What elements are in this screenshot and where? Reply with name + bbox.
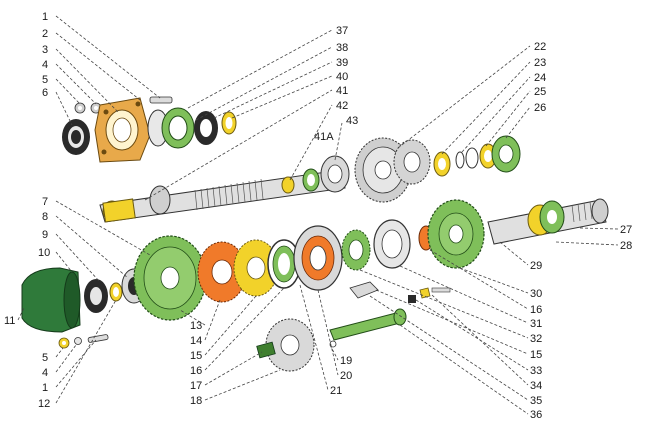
idler-shaft: [329, 308, 407, 348]
label-34: 34: [530, 380, 542, 392]
label-26: 26: [534, 102, 546, 114]
green-output-gear: [427, 199, 485, 269]
label-41a: 41A: [314, 131, 334, 143]
reverse-idler-gear: [256, 318, 315, 372]
label-14: 14: [190, 335, 202, 347]
label-2: 2: [42, 28, 48, 40]
label-31: 31: [530, 318, 542, 330]
large-green-gear: [133, 235, 207, 321]
leader-lines: [17, 15, 619, 415]
stud-bolt: [149, 96, 173, 104]
nut-pair: [74, 102, 102, 114]
green-synchro-cone: [341, 229, 371, 271]
yellow-washer: [221, 111, 237, 135]
label-38: 38: [336, 42, 348, 54]
label-35: 35: [530, 395, 542, 407]
label-6: 6: [42, 87, 48, 99]
label-15-right: 15: [530, 349, 542, 361]
label-41: 41: [336, 85, 348, 97]
bearing-flange-plate: [94, 97, 151, 163]
label-28: 28: [620, 240, 632, 252]
small-gear: [320, 155, 350, 193]
label-36: 36: [530, 409, 542, 421]
label-42: 42: [336, 100, 348, 112]
label-22: 22: [534, 41, 546, 53]
oil-seal: [194, 111, 218, 145]
label-37: 37: [336, 25, 348, 37]
label-8: 8: [42, 211, 48, 223]
label-1-bottom: 1: [42, 382, 48, 394]
small-bearing: [62, 119, 90, 155]
label-39: 39: [336, 57, 348, 69]
sliding-sleeve: [373, 219, 411, 269]
shaft-collar: [281, 176, 295, 194]
label-27: 27: [620, 224, 632, 236]
label-40: 40: [336, 71, 348, 83]
label-7: 7: [42, 196, 48, 208]
label-32: 32: [530, 333, 542, 345]
label-33: 33: [530, 365, 542, 377]
label-4-top: 4: [42, 59, 48, 71]
label-16-bottom: 16: [190, 365, 202, 377]
label-20: 20: [340, 370, 352, 382]
yellow-spacer-rings: [433, 143, 497, 177]
green-bearing: [161, 107, 195, 149]
label-15-bottom: 15: [190, 350, 202, 362]
label-5-bottom: 5: [42, 352, 48, 364]
label-17: 17: [190, 380, 202, 392]
label-43: 43: [346, 115, 358, 127]
lower-small-parts: [58, 334, 109, 349]
label-13: 13: [190, 320, 202, 332]
label-29: 29: [530, 260, 542, 272]
roller-bearing: [84, 279, 108, 313]
label-24: 24: [534, 72, 546, 84]
label-11: 11: [4, 315, 15, 327]
label-10: 10: [38, 247, 50, 259]
label-9: 9: [42, 229, 48, 241]
label-3: 3: [42, 44, 48, 56]
synchro-hub: [293, 225, 343, 291]
upper-double-gear: [354, 137, 431, 203]
label-16-right: 16: [530, 304, 542, 316]
label-30: 30: [530, 288, 542, 300]
green-thrust-washer: [302, 168, 320, 192]
rear-housing-cover: [21, 267, 81, 333]
upper-green-bearing: [491, 135, 521, 173]
label-23: 23: [534, 57, 546, 69]
label-21: 21: [330, 385, 342, 397]
label-19: 19: [340, 355, 352, 367]
label-25: 25: [534, 86, 546, 98]
output-shaft: [487, 198, 609, 245]
label-12: 12: [38, 398, 50, 410]
lower-yellow-washer: [109, 282, 123, 302]
label-1-top: 1: [42, 11, 48, 23]
synchro-ring: [267, 239, 301, 289]
label-18: 18: [190, 395, 202, 407]
label-4-bottom: 4: [42, 367, 48, 379]
bearing-cap-group: [62, 96, 237, 163]
part-labels: 1 2 3 4 5 6 37 38 39 40 41 42 43 41A 22 …: [4, 11, 632, 421]
orange-gear: [197, 241, 247, 303]
label-5-top: 5: [42, 74, 48, 86]
